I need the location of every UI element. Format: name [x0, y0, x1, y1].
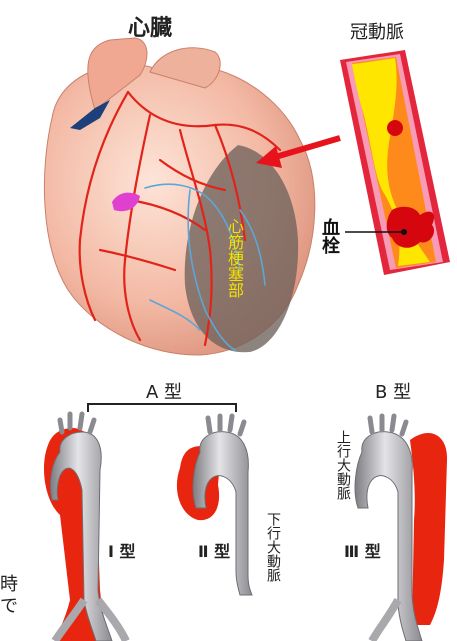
type-b-label: B 型 [375, 378, 411, 404]
type-3-label: Ⅲ 型 [344, 538, 381, 562]
coronary-title: 冠動脈 [350, 18, 404, 44]
aorta-type-1 [44, 414, 126, 641]
type-a-label: A 型 [146, 378, 182, 404]
heart-title: 心臓 [128, 10, 172, 42]
infarct-label: 心筋梗塞部 [226, 218, 242, 298]
cut-text-2: で [0, 592, 18, 618]
type-2-label: Ⅱ 型 [198, 538, 230, 562]
type-a-bracket [88, 404, 236, 412]
aortic-branches [208, 416, 244, 434]
aorta-type-2 [177, 416, 252, 595]
iliac-split [372, 600, 398, 641]
ascending-aorta-label: 上行大動脈 [336, 430, 350, 500]
heart-illustration [44, 38, 314, 355]
aortic-branches [370, 416, 406, 434]
aorta-type-3 [355, 416, 447, 641]
thrombus-dot [387, 120, 403, 136]
thrombus-label: 血栓 [320, 218, 338, 254]
type-1-label: Ⅰ 型 [108, 538, 136, 562]
descending-aorta-label: 下行大動脈 [266, 512, 280, 582]
dissection-layer [410, 433, 447, 625]
coronary-artery-section [340, 50, 450, 275]
